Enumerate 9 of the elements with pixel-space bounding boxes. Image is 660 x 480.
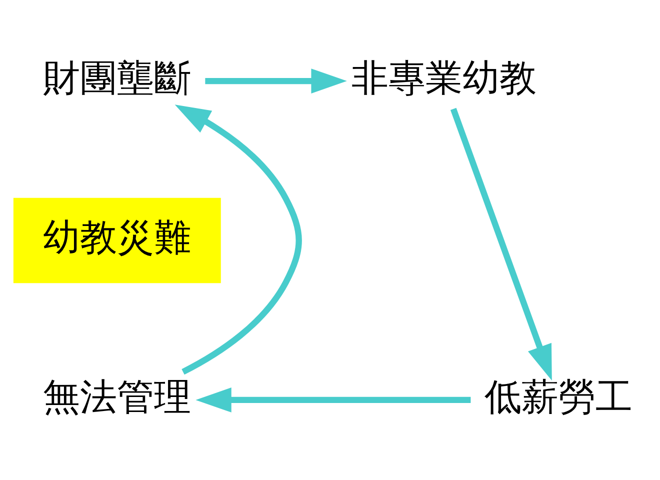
node-text: 無法管理	[43, 375, 192, 418]
node-text: 低薪勞工	[484, 375, 632, 418]
arrow	[174, 104, 302, 374]
arrow	[205, 68, 347, 94]
node-text: 財團壟斷	[43, 56, 192, 100]
arrow	[450, 107, 552, 380]
node-text: 非專業幼教	[351, 56, 536, 100]
node-box: 幼教災難	[13, 197, 221, 283]
arrow	[196, 386, 471, 412]
